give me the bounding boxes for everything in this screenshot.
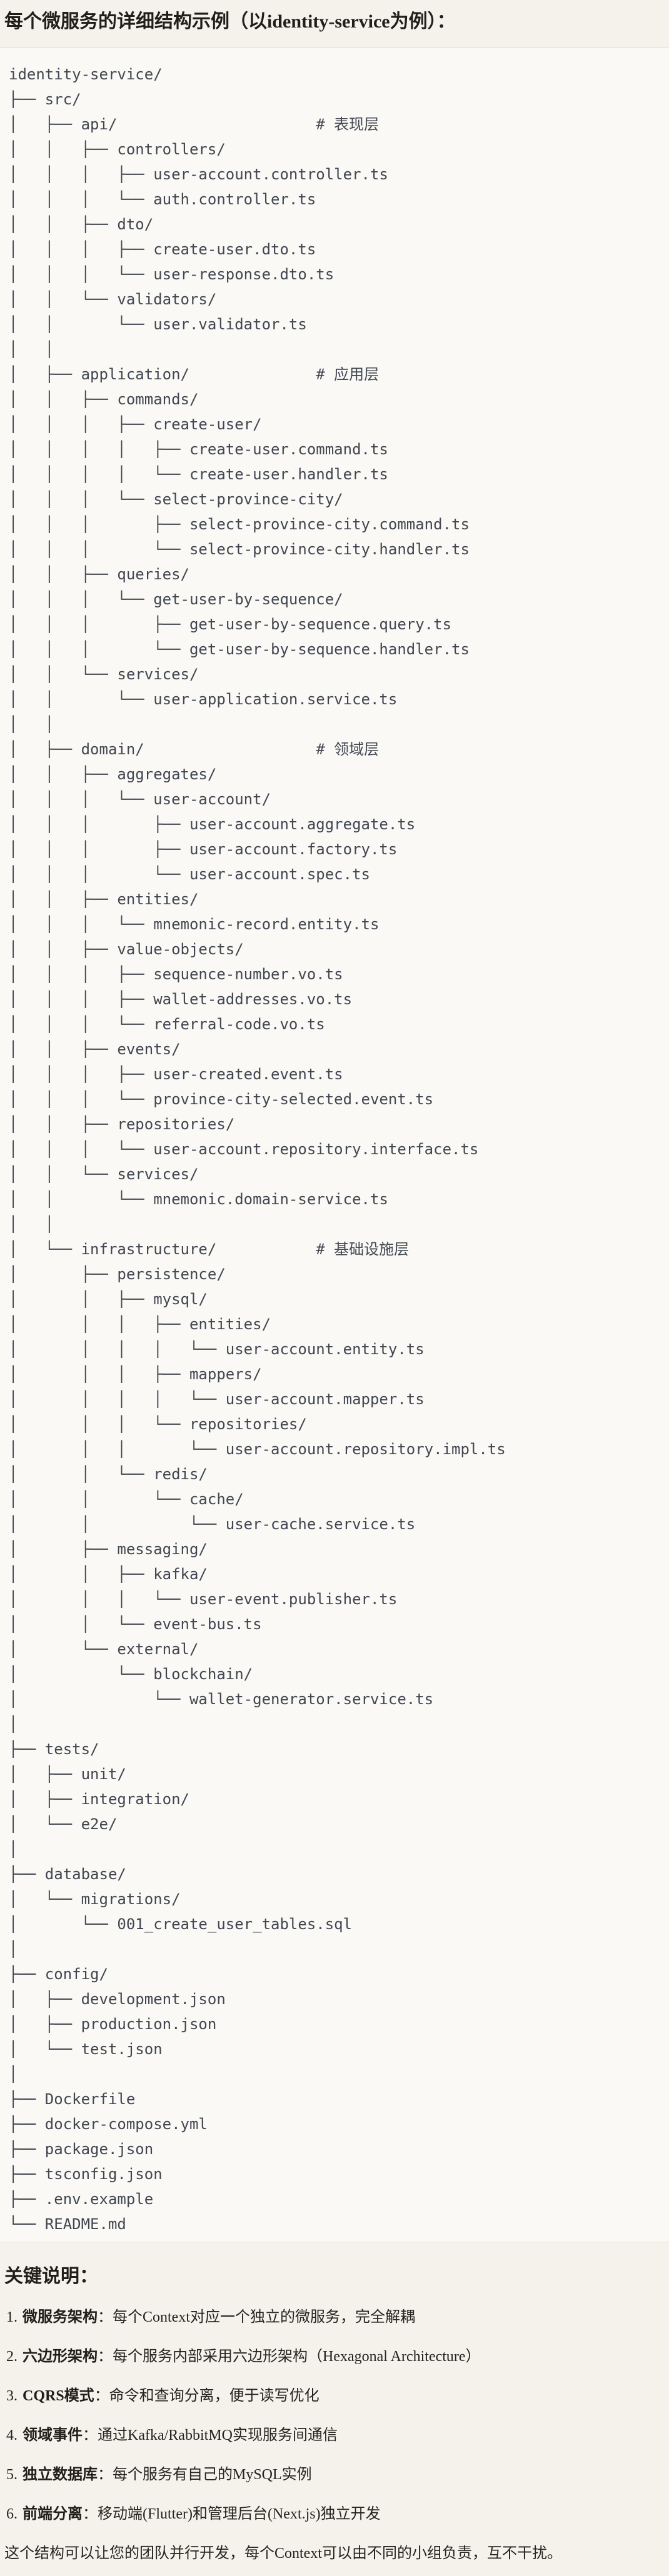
list-item: 2. 六边形架构：每个服务内部采用六边形架构（Hexagonal Architec… bbox=[6, 2345, 669, 2368]
list-item: 1. 微服务架构：每个Context对应一个独立的微服务，完全解耦 bbox=[6, 2306, 669, 2329]
list-item-desc: ：每个服务有自己的MySQL实例 bbox=[98, 2467, 312, 2483]
directory-tree: identity-service/ ├── src/ │ ├── api/ # … bbox=[9, 66, 506, 2233]
list-item-number: 2. bbox=[6, 2349, 18, 2365]
notes-list: 1. 微服务架构：每个Context对应一个独立的微服务，完全解耦 2. 六边形架构… bbox=[0, 2306, 669, 2525]
list-item-number: 1. bbox=[6, 2309, 18, 2325]
list-item-term: 六边形架构 bbox=[23, 2349, 98, 2365]
list-item-number: 3. bbox=[6, 2388, 18, 2404]
list-item: 4. 领域事件：通过Kafka/RabbitMQ实现服务间通信 bbox=[6, 2424, 669, 2447]
list-item-term: 前端分离 bbox=[23, 2506, 83, 2522]
page-title: 每个微服务的详细结构示例（以identity-service为例）： bbox=[4, 11, 456, 32]
list-item-term: 独立数据库 bbox=[23, 2467, 98, 2483]
list-item: 5. 独立数据库：每个服务有自己的MySQL实例 bbox=[6, 2464, 669, 2486]
code-block: identity-service/ ├── src/ │ ├── api/ # … bbox=[0, 47, 669, 2242]
list-item-term: 领域事件 bbox=[23, 2427, 83, 2444]
list-item: 3. CQRS模式：命令和查询分离，便于读写优化 bbox=[6, 2385, 669, 2407]
list-item-number: 6. bbox=[6, 2506, 18, 2522]
list-item-desc: ：每个Context对应一个独立的微服务，完全解耦 bbox=[98, 2309, 415, 2325]
list-item-desc: ：每个服务内部采用六边形架构（Hexagonal Architecture） bbox=[98, 2349, 481, 2365]
list-item-desc: ：移动端(Flutter)和管理后台(Next.js)独立开发 bbox=[83, 2506, 381, 2522]
list-item-term: CQRS模式 bbox=[23, 2388, 94, 2404]
list-item-term: 微服务架构 bbox=[23, 2309, 98, 2325]
notes-heading: 关键说明： bbox=[4, 2266, 98, 2287]
list-item-desc: ：通过Kafka/RabbitMQ实现服务间通信 bbox=[83, 2427, 338, 2444]
closing-paragraph: 这个结构可以让您的团队并行开发，每个Context可以由不同的小组负责，互不干扰… bbox=[4, 2545, 562, 2562]
list-item: 6. 前端分离：移动端(Flutter)和管理后台(Next.js)独立开发 bbox=[6, 2503, 669, 2525]
list-item-desc: ：命令和查询分离，便于读写优化 bbox=[94, 2388, 319, 2404]
list-item-number: 4. bbox=[6, 2427, 18, 2444]
list-item-number: 5. bbox=[6, 2467, 18, 2483]
